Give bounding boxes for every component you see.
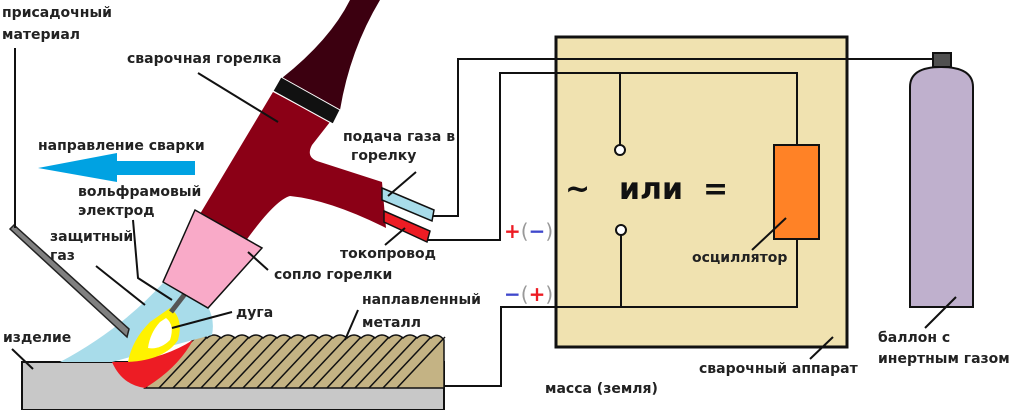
or-text: или (619, 172, 683, 207)
nozzle-leader (247, 251, 269, 271)
nozzle-label: сопло горелки (274, 267, 392, 283)
bead-ripple (158, 336, 208, 389)
plus-sign: + (504, 219, 521, 243)
minus-sign: − (529, 219, 546, 243)
gas-supply-leader (387, 171, 417, 197)
current-lead-label: токопровод (340, 246, 436, 262)
workpiece-leader (11, 348, 34, 370)
paren: ) (545, 219, 553, 243)
torch-body (200, 92, 386, 242)
gas-supply-label-2: горелку (351, 148, 416, 164)
welding-direction-arrow (38, 153, 195, 182)
electrode-leader (132, 219, 173, 301)
current-lead-leader (384, 227, 406, 246)
torch-polarity: +(−) (504, 219, 553, 243)
bead-ripple (200, 336, 250, 389)
direction-label: направление сварки (38, 138, 205, 154)
bead-ripple (172, 336, 222, 389)
cylinder-label-1: баллон с (878, 330, 950, 346)
filler-rod (8, 223, 130, 339)
gas-hose (381, 186, 435, 223)
bead-ripple (340, 336, 390, 389)
bead-ripple (270, 336, 320, 389)
power-lead (383, 209, 431, 244)
torch-label: сварочная горелка (127, 51, 282, 67)
dc-symbol: = (703, 172, 728, 207)
bead-ripple (354, 336, 404, 389)
deposited-label-2: металл (362, 315, 421, 331)
arc-label: дуга (236, 305, 273, 321)
gas-cylinder (909, 65, 974, 308)
terminal-bottom (615, 224, 627, 236)
bead-ripple (396, 336, 446, 389)
deposited-label-1: наплавленный (362, 292, 481, 308)
torch-leader (197, 72, 279, 123)
workpiece-label: изделие (3, 330, 71, 346)
electrode-label-2: электрод (78, 203, 155, 219)
ac-symbol: ~ (565, 172, 590, 207)
bead-ripple (242, 336, 292, 389)
bead-ripple (312, 336, 362, 389)
shield-gas-label-1: защитный (50, 229, 133, 245)
filler-label-1: присадочный (2, 5, 112, 21)
bead-ripple (298, 336, 348, 389)
bead-ripple (214, 336, 264, 389)
oscillator-label: осциллятор (692, 250, 787, 266)
bead-ripple (368, 336, 418, 389)
oscillator-leader (751, 217, 787, 251)
arc-core (148, 318, 172, 349)
cylinder-label-2: инертным газом (878, 351, 1010, 367)
paren: ) (545, 282, 553, 306)
minus-sign: − (504, 282, 521, 306)
oscillator (773, 144, 820, 240)
shield-gas-label-2: газ (50, 248, 75, 264)
ground-label: масса (земля) (545, 381, 658, 397)
torch-handle (282, 0, 380, 110)
terminal-top (614, 144, 626, 156)
gas-supply-label-1: подача газа в (343, 129, 455, 145)
plus-sign: + (529, 282, 546, 306)
bead-ripple (228, 336, 278, 389)
electrode-label-1: вольфрамовый (78, 184, 201, 200)
gas-leader (95, 265, 146, 306)
bead-ripple (284, 336, 334, 389)
torch-nozzle (162, 208, 264, 309)
welder-label: сварочный аппарат (699, 361, 859, 377)
bead-ripples (158, 336, 446, 389)
weld-pool (112, 340, 193, 388)
deposited-leader (344, 309, 359, 341)
bead-ripple (186, 336, 236, 389)
bead-ripple (326, 336, 376, 389)
arc-leader (171, 311, 233, 329)
cylinder-valve (932, 52, 952, 68)
filler-label-2: материал (2, 27, 80, 43)
torch-band (272, 76, 341, 125)
paren: ( (521, 219, 529, 243)
ground-polarity: −(+) (504, 282, 553, 306)
bead-ripple (382, 336, 432, 389)
welder-leader (809, 336, 834, 360)
paren: ( (521, 282, 529, 306)
bead-ripple (256, 336, 306, 389)
cylinder-leader (924, 296, 957, 329)
